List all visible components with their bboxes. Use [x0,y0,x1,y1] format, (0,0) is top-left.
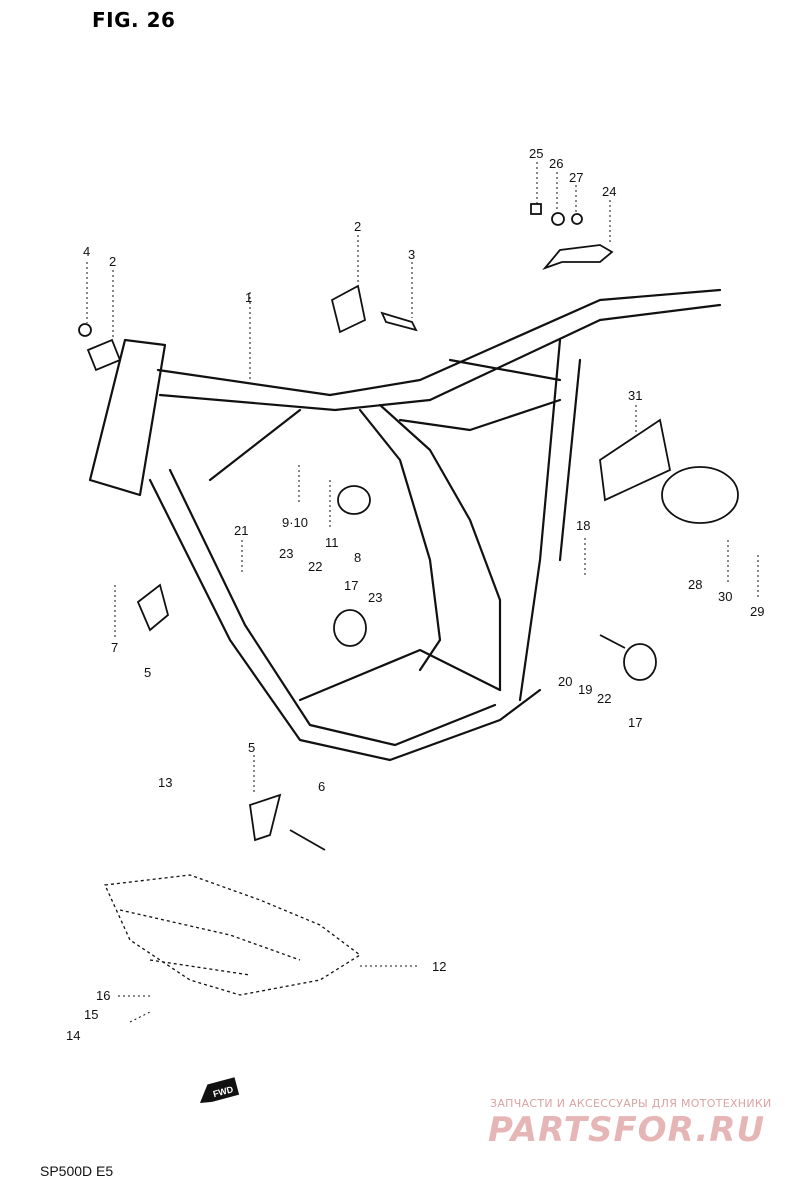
callout-21: 21 [234,523,248,538]
fastener-parts [78,203,739,851]
callout-17-b: 17 [628,715,642,730]
washer-26 [551,212,565,226]
canister-28 [661,466,739,524]
callout-2-front: 2 [109,254,116,269]
mount-8 [337,485,371,515]
callout-2-top: 2 [354,219,361,234]
callout-26: 26 [549,156,563,171]
callout-25: 25 [529,146,543,161]
callout-30: 30 [718,589,732,604]
callout-20: 20 [558,674,572,689]
callout-11: 11 [325,535,339,550]
plate-2-front [86,338,122,372]
watermark-logo: PARTSFOR.RU [488,1110,766,1150]
bolt-25 [530,203,542,215]
nut-27 [571,213,583,225]
callout-16: 16 [96,988,110,1003]
model-code: SP500D E5 [40,1163,114,1179]
frame-assembly [88,288,722,762]
callout-19: 19 [578,682,592,697]
callout-28: 28 [688,577,702,592]
callout-14: 14 [66,1028,80,1043]
callout-3: 3 [408,247,415,262]
callout-6: 6 [318,779,325,794]
callout-labels: 25 26 27 24 4 2 2 3 1 31 9·10 11 8 21 23… [66,146,764,1043]
callout-15: 15 [84,1007,98,1022]
callout-5-b: 5 [248,740,255,755]
bushing-17-rear [623,643,657,681]
callout-8: 8 [354,550,361,565]
callout-9-10: 9·10 [282,515,308,530]
pin-22 [599,634,626,649]
callout-22-b: 22 [597,691,611,706]
bracket-24 [542,244,614,270]
bushing-17 [333,609,367,647]
callout-27: 27 [569,170,583,185]
callout-7: 7 [111,640,118,655]
callout-18: 18 [576,518,590,533]
callout-4: 4 [83,244,90,259]
callout-17-a: 17 [344,578,358,593]
callout-13: 13 [158,775,172,790]
bracket-5-lower [249,793,282,842]
bolt-lower [289,829,326,851]
callout-23-a: 23 [279,546,293,561]
cover-31 [599,418,672,502]
plate-2 [330,284,367,334]
callout-23-b: 23 [368,590,382,605]
bracket-5 [136,583,170,632]
callout-29: 29 [750,604,764,619]
callout-1: 1 [245,290,252,305]
callout-12: 12 [432,959,446,974]
figure-title: FIG. 26 [92,8,176,32]
bolt-3 [380,311,418,332]
callout-22-a: 22 [308,559,322,574]
skid-plate-12 [104,874,362,996]
fwd-arrow-icon: FWD [199,1077,240,1104]
callout-31: 31 [628,388,642,403]
callout-24: 24 [602,184,616,199]
callout-5-a: 5 [144,665,151,680]
leader-lines [86,162,759,1023]
nut-4 [78,323,92,337]
watermark-subtitle: ЗАПЧАСТИ И АКСЕССУАРЫ ДЛЯ МОТОТЕХНИКИ [490,1097,772,1110]
